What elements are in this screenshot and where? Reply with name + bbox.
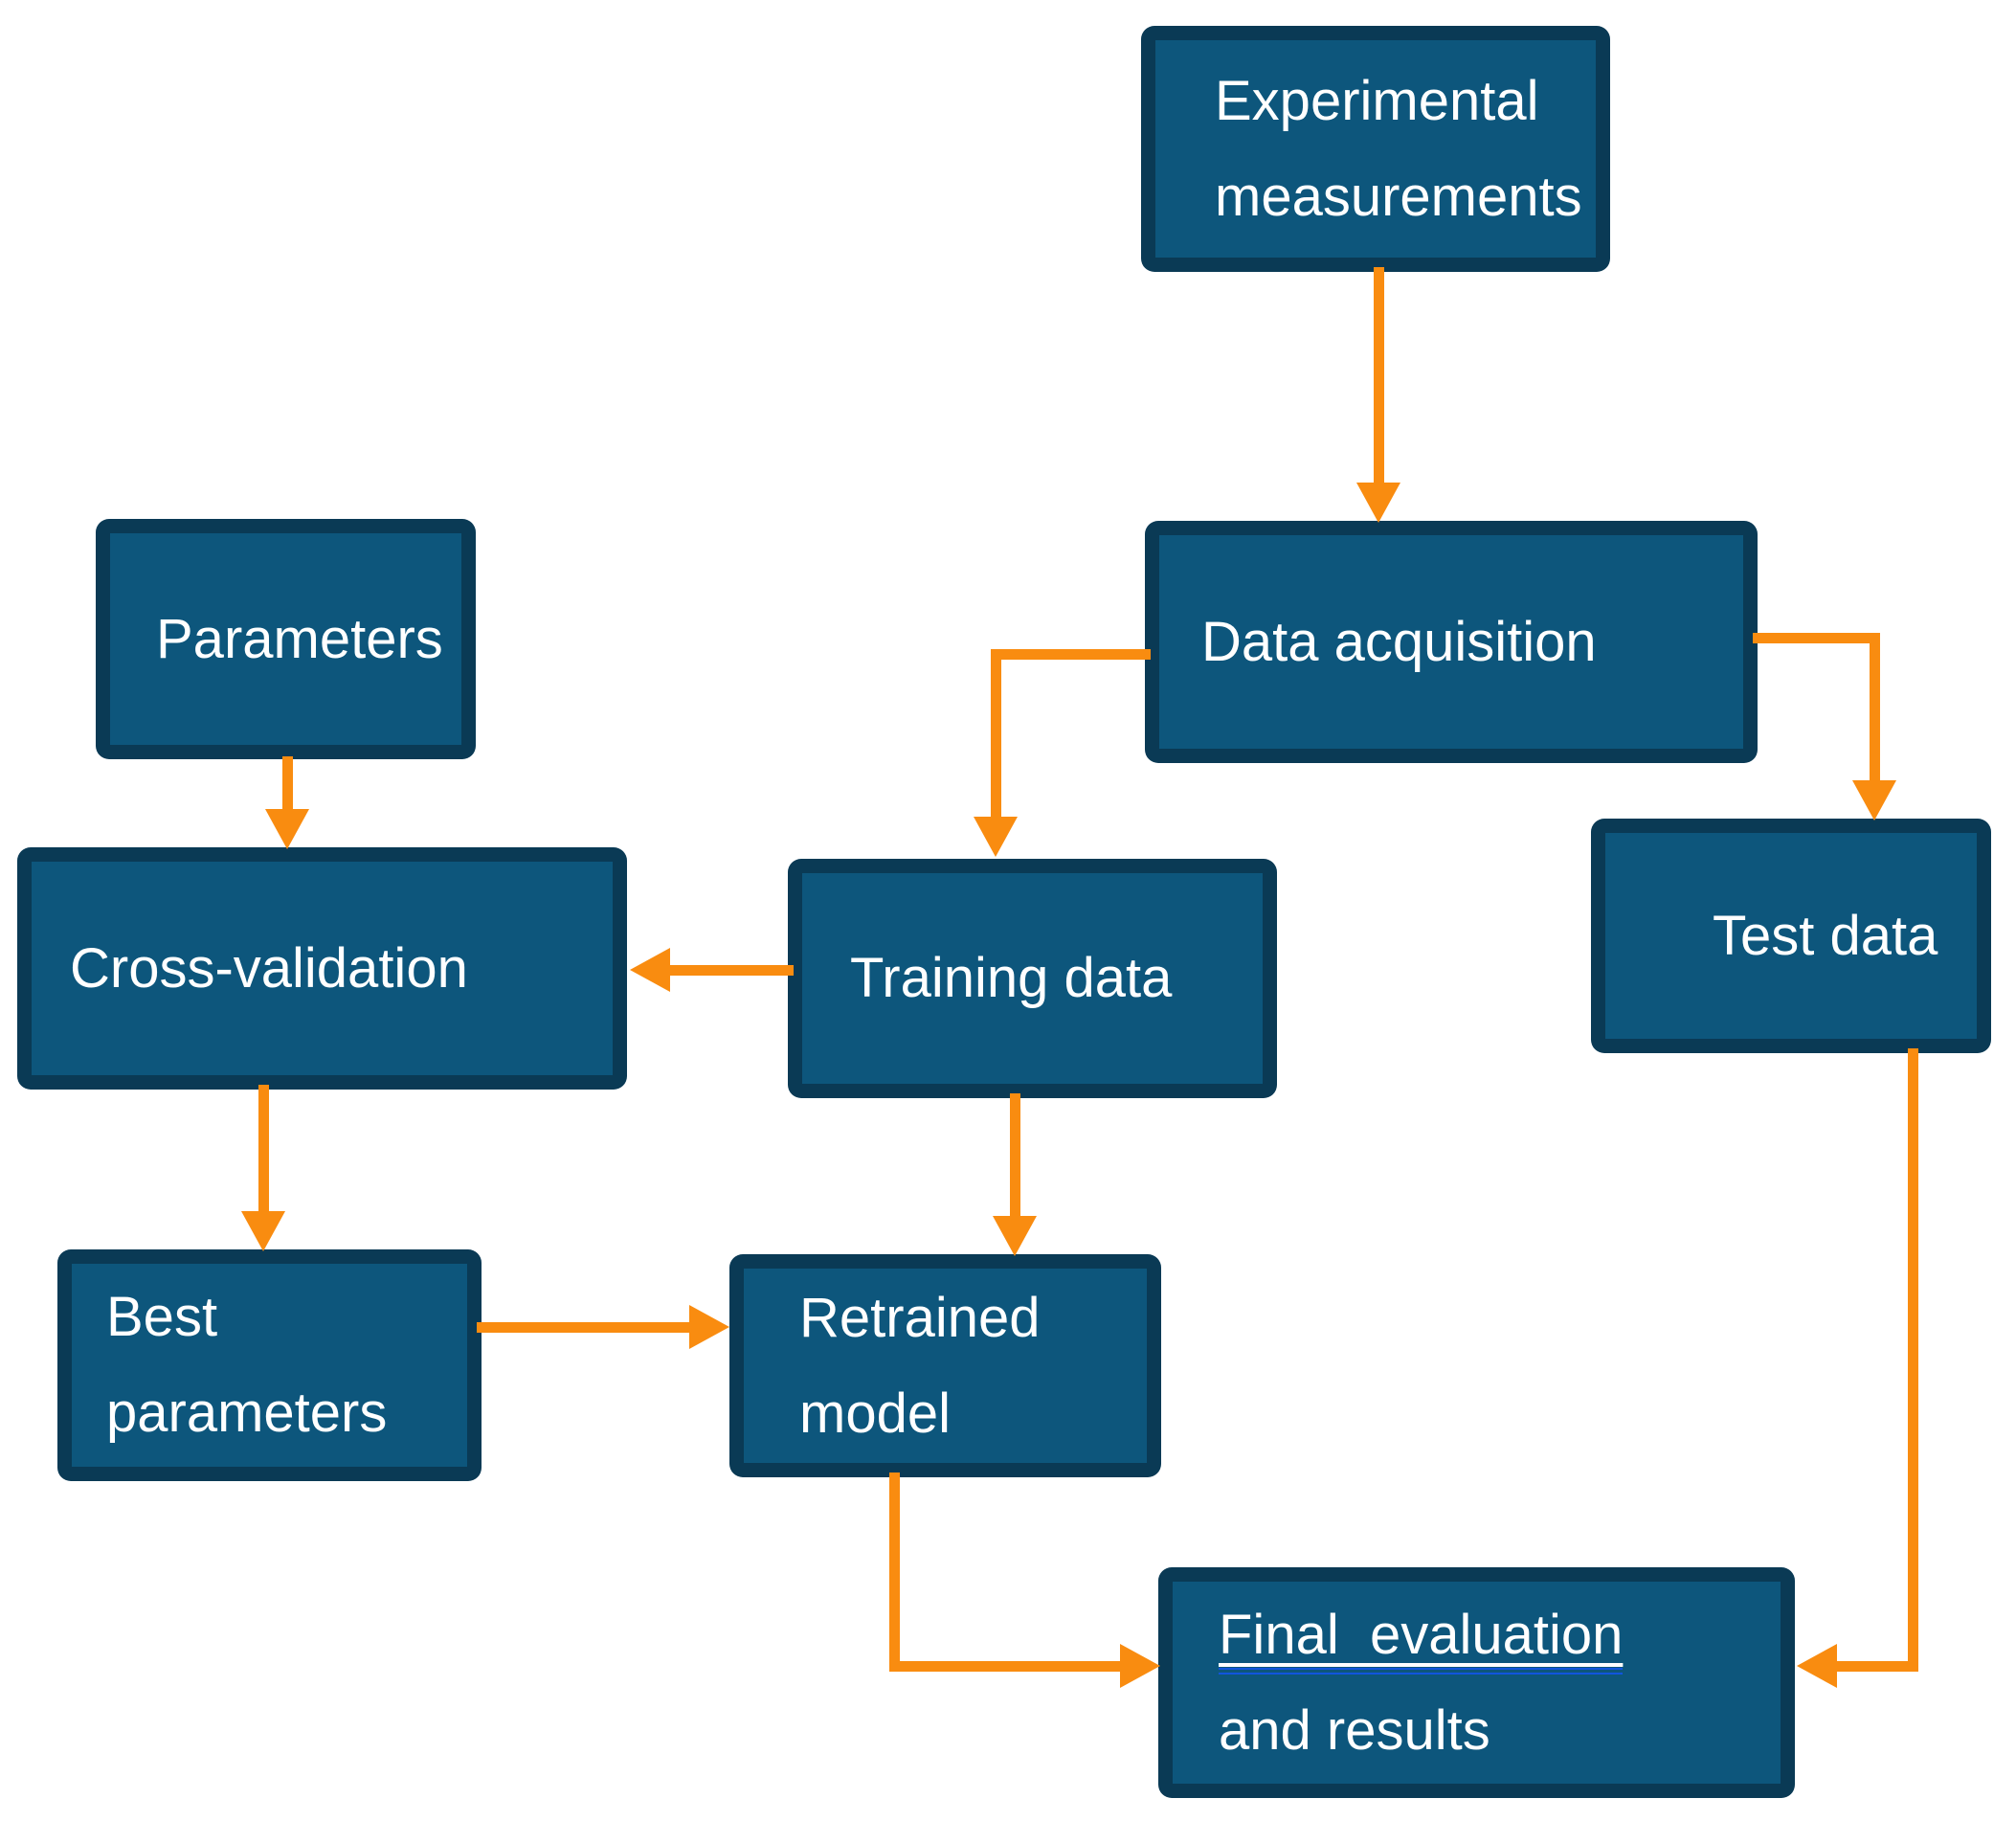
node-cross-validation-label: Cross-validation — [32, 862, 613, 1075]
edge-data-acquisition-to-test-data-arrowhead — [1852, 780, 1896, 821]
node-retrained-model-text-line-1: model — [799, 1382, 951, 1445]
edge-parameters-to-cross-validation-arrowhead — [265, 809, 309, 849]
edge-training-data-to-cross-validation-segment-0 — [670, 964, 794, 976]
edge-data-acquisition-to-training-data-arrowhead — [974, 817, 1018, 857]
node-best-parameters: Best parameters — [57, 1249, 482, 1481]
node-experimental-measurements-label: Experimental measurements — [1155, 40, 1596, 258]
node-final-evaluation-text-line-1: and results — [1219, 1698, 1490, 1762]
edge-cross-validation-to-best-parameters-segment-0 — [258, 1084, 269, 1211]
edge-cross-validation-to-best-parameters-arrowhead — [241, 1211, 285, 1251]
node-parameters-text-line-0: Parameters — [156, 607, 443, 670]
node-training-data: Training data — [788, 859, 1277, 1098]
edge-training-data-to-retrained-model-segment-0 — [1009, 1092, 1020, 1216]
edge-parameters-to-cross-validation-segment-0 — [281, 755, 293, 809]
node-parameters: Parameters — [96, 519, 476, 759]
edge-test-data-to-final-evaluation-segment-1 — [1837, 1660, 1918, 1672]
node-final-evaluation: Final evaluation and results — [1158, 1567, 1795, 1798]
node-best-parameters-text-line-0: Best — [106, 1286, 218, 1348]
edge-best-parameters-to-retrained-model-arrowhead — [689, 1305, 729, 1349]
edge-retrained-model-to-final-evaluation-segment-1 — [888, 1660, 1120, 1672]
node-final-evaluation-text-line-0: Final evaluation — [1219, 1587, 1624, 1683]
node-best-parameters-text-line-1: parameters — [106, 1382, 388, 1444]
node-final-evaluation-underlined-text: Final evaluation — [1219, 1603, 1624, 1675]
node-cross-validation-text-line-0: Cross-validation — [70, 936, 468, 1000]
edge-training-data-to-cross-validation-arrowhead — [630, 948, 670, 992]
edge-data-acquisition-to-training-data-segment-1 — [990, 648, 1001, 817]
node-test-data-label: Test data — [1605, 833, 1977, 1039]
node-experimental-measurements-text-line-1: measurements — [1215, 165, 1582, 228]
node-final-evaluation-label: Final evaluation and results — [1173, 1582, 1781, 1784]
node-retrained-model: Retrained model — [729, 1254, 1161, 1477]
edge-test-data-to-final-evaluation-arrowhead — [1797, 1644, 1837, 1688]
edge-experimental-measurements-to-data-acquisition-arrowhead — [1356, 483, 1400, 523]
edge-best-parameters-to-retrained-model-segment-0 — [476, 1321, 689, 1333]
edge-retrained-model-to-final-evaluation-segment-0 — [888, 1472, 900, 1672]
node-cross-validation: Cross-validation — [17, 847, 627, 1090]
node-test-data-text-line-0: Test data — [1713, 904, 1938, 967]
node-training-data-label: Training data — [802, 873, 1263, 1084]
node-experimental-measurements-text-line-0: Experimental — [1215, 69, 1539, 132]
node-experimental-measurements: Experimental measurements — [1141, 26, 1610, 272]
node-retrained-model-text-line-0: Retrained — [799, 1286, 1041, 1349]
node-data-acquisition-text-line-0: Data acquisition — [1201, 610, 1597, 673]
node-training-data-text-line-0: Training data — [850, 947, 1173, 1009]
edge-test-data-to-final-evaluation-segment-0 — [1907, 1047, 1918, 1672]
edge-data-acquisition-to-training-data-segment-0 — [990, 648, 1151, 660]
node-best-parameters-label: Best parameters — [72, 1264, 467, 1467]
edge-experimental-measurements-to-data-acquisition-segment-0 — [1373, 266, 1384, 483]
edge-training-data-to-retrained-model-arrowhead — [993, 1216, 1037, 1256]
node-parameters-label: Parameters — [110, 533, 461, 745]
edge-data-acquisition-to-test-data-segment-0 — [1752, 632, 1880, 643]
node-test-data: Test data — [1591, 819, 1991, 1053]
edge-data-acquisition-to-test-data-segment-1 — [1869, 632, 1880, 780]
node-data-acquisition: Data acquisition — [1145, 521, 1758, 763]
edge-retrained-model-to-final-evaluation-arrowhead — [1120, 1644, 1160, 1688]
node-data-acquisition-label: Data acquisition — [1159, 535, 1743, 749]
node-retrained-model-label: Retrained model — [744, 1269, 1147, 1463]
